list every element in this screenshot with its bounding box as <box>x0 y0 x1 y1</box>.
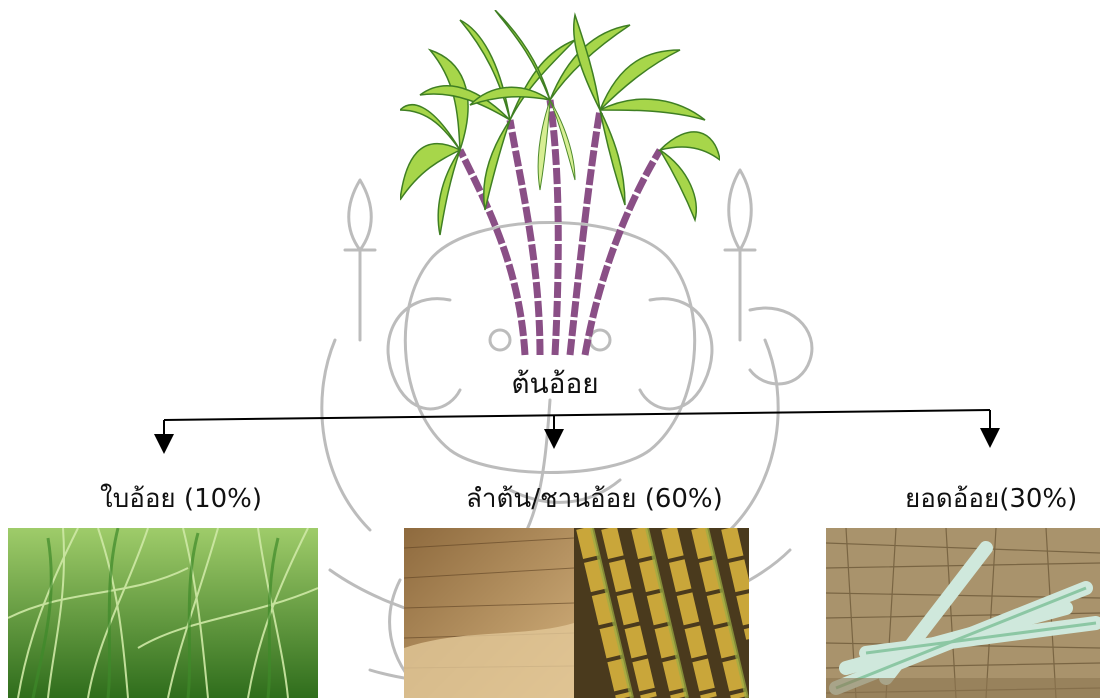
tops-photo <box>826 528 1100 698</box>
leaves-label: ใบอ้อย (10%) <box>100 478 262 519</box>
stalk-photo <box>404 528 749 698</box>
leaves-photo <box>8 528 318 698</box>
horizontal-connector <box>164 410 990 420</box>
stalk-label: ลำต้น/ชานอ้อย (60%) <box>466 478 723 519</box>
tops-label: ยอดอ้อย(30%) <box>905 478 1077 519</box>
